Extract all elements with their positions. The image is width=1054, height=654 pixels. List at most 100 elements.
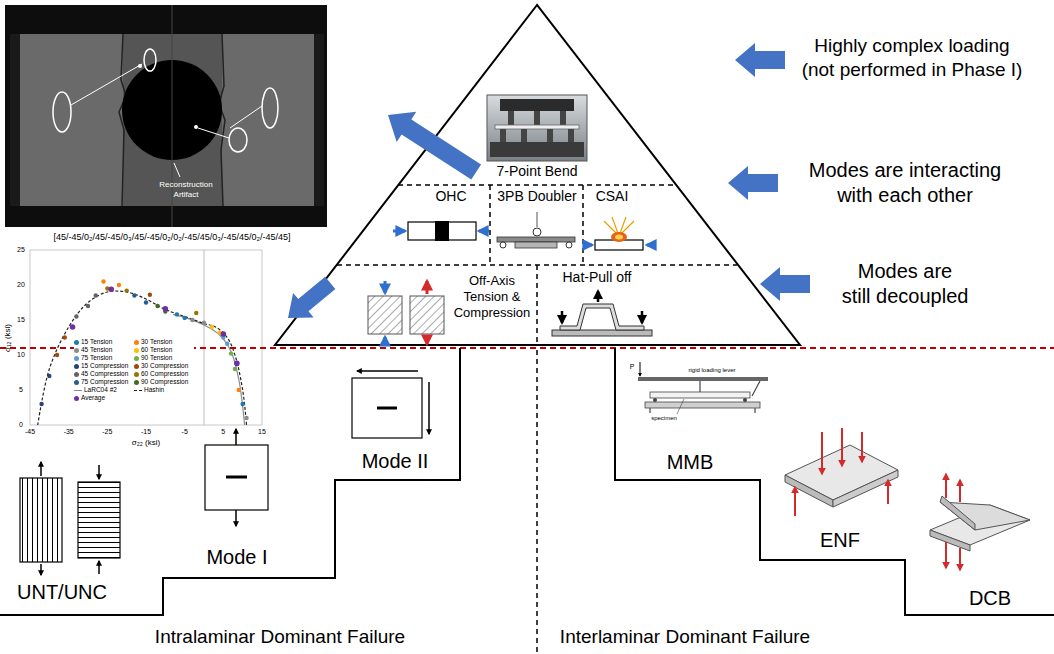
legend-entry: 15 Compression [74, 362, 134, 370]
pyramid [275, 5, 800, 345]
block-arrow [278, 271, 341, 331]
mode-one-element [235, 429, 237, 445]
axis-title: σ₁₂ (ksi) [3, 324, 13, 352]
seven-point-bend-photo [547, 129, 553, 142]
three-point-bend-doubler [500, 242, 506, 248]
tick-label: -45 [25, 428, 35, 437]
divider-line [536, 350, 538, 654]
tick-label: 5 [221, 428, 225, 437]
ct-scan-image [262, 88, 278, 128]
unidirectional-specimens [40, 564, 42, 575]
seven-point-bend-photo [568, 129, 574, 142]
mode-two-element [352, 371, 429, 438]
legend-swatch [134, 348, 139, 353]
mode-one-element [205, 429, 268, 526]
mmb-fixture [650, 392, 750, 398]
mmb-fixture [653, 398, 657, 402]
seven-point-bend-photo [490, 142, 584, 157]
tick-label: -15 [141, 428, 151, 437]
tick-label: 0 [19, 421, 23, 430]
ct-scan-image [10, 34, 324, 206]
pyramid-cell: 7-Point Bend [497, 163, 578, 180]
legend-swatch [74, 396, 79, 401]
data-point [55, 353, 59, 357]
dcb-specimen [959, 480, 961, 502]
legend-swatch [74, 372, 79, 377]
data-point [163, 306, 169, 312]
legend-entry: 90 Tension [134, 354, 194, 362]
legend-text: 45 Tension [81, 346, 112, 354]
tick-label: -35 [64, 428, 74, 437]
category-label: Interlaminar Dominant Failure [560, 625, 810, 649]
three-point-bend-doubler [515, 242, 557, 248]
part-label: rigid loading lever [688, 367, 735, 375]
chart-frame [204, 250, 205, 425]
tick-label: -5 [182, 428, 188, 437]
legend-text: Average [81, 394, 105, 402]
mmb-fixture [649, 408, 650, 413]
ct-scan-image [230, 106, 262, 128]
legend-entry: 60 Compression [134, 370, 194, 378]
seven-point-bend-photo [487, 95, 587, 161]
mmb-fixture [638, 362, 768, 414]
off-axis-specimens [368, 296, 402, 334]
cell-label: 3PB Doubler [497, 188, 576, 205]
dcb-specimen [945, 474, 947, 498]
axis-title: σ₂₂ (ksi) [132, 438, 160, 448]
enf-specimen [841, 428, 843, 466]
cell-label: Off-Axis Tension & Compression [449, 273, 535, 321]
legend-text: 15 Compression [81, 362, 128, 370]
unidirectional-specimens [98, 561, 100, 574]
legend-swatch [134, 372, 139, 377]
three-point-bend-doubler [566, 242, 572, 248]
data-point [124, 288, 128, 292]
mmb-fixture [699, 381, 700, 392]
ct-scan-image [194, 125, 198, 129]
block-arrow [728, 166, 778, 200]
dcb-specimen [940, 496, 975, 530]
mode-two-element [357, 370, 418, 372]
legend-swatch [134, 380, 139, 385]
unidirectional-specimens [40, 462, 42, 476]
ct-scan-image [198, 128, 229, 138]
ohc-specimen [408, 222, 476, 240]
ct-scan-image [10, 34, 20, 206]
ohc-specimen [479, 230, 489, 233]
test-name: MMB [667, 450, 714, 475]
legend-swatch [74, 390, 82, 391]
seven-point-bend-photo [495, 125, 579, 129]
three-point-bend-doubler [533, 228, 541, 236]
legend-swatch [134, 364, 139, 369]
legend-swatch [134, 390, 142, 391]
hat-pull-off-specimen [561, 311, 564, 323]
legend-text: 90 Compression [141, 378, 188, 386]
mmb-fixture [743, 398, 747, 402]
cell-label: CSAI [596, 188, 629, 205]
data-point [194, 311, 198, 315]
ct-scan-image [71, 64, 142, 105]
tick-label: 15 [17, 316, 25, 325]
data-point [144, 300, 148, 304]
legend-swatch [74, 340, 79, 345]
enf-specimen [794, 487, 796, 516]
data-point [108, 286, 114, 292]
legend-swatch [134, 340, 139, 345]
data-point [117, 283, 121, 287]
data-point [237, 388, 241, 392]
unidirectional-specimens [20, 462, 120, 575]
block-arrow [378, 100, 486, 187]
enf-specimen [833, 470, 898, 507]
pyramid-cell: OHC [435, 188, 466, 205]
legend-entry: 15 Tension [74, 338, 134, 346]
seven-point-bend-photo [487, 95, 587, 161]
unidirectional-specimens [20, 478, 62, 562]
legend-text: 60 Compression [141, 370, 188, 378]
test-name: Mode I [206, 545, 267, 570]
data-point [175, 312, 179, 316]
block-arrow [760, 267, 810, 301]
pyramid [275, 5, 800, 345]
csai-specimen [611, 232, 627, 242]
off-axis-specimens [426, 281, 429, 294]
ohc-specimen [435, 221, 449, 241]
unidirectional-specimens [78, 482, 120, 558]
